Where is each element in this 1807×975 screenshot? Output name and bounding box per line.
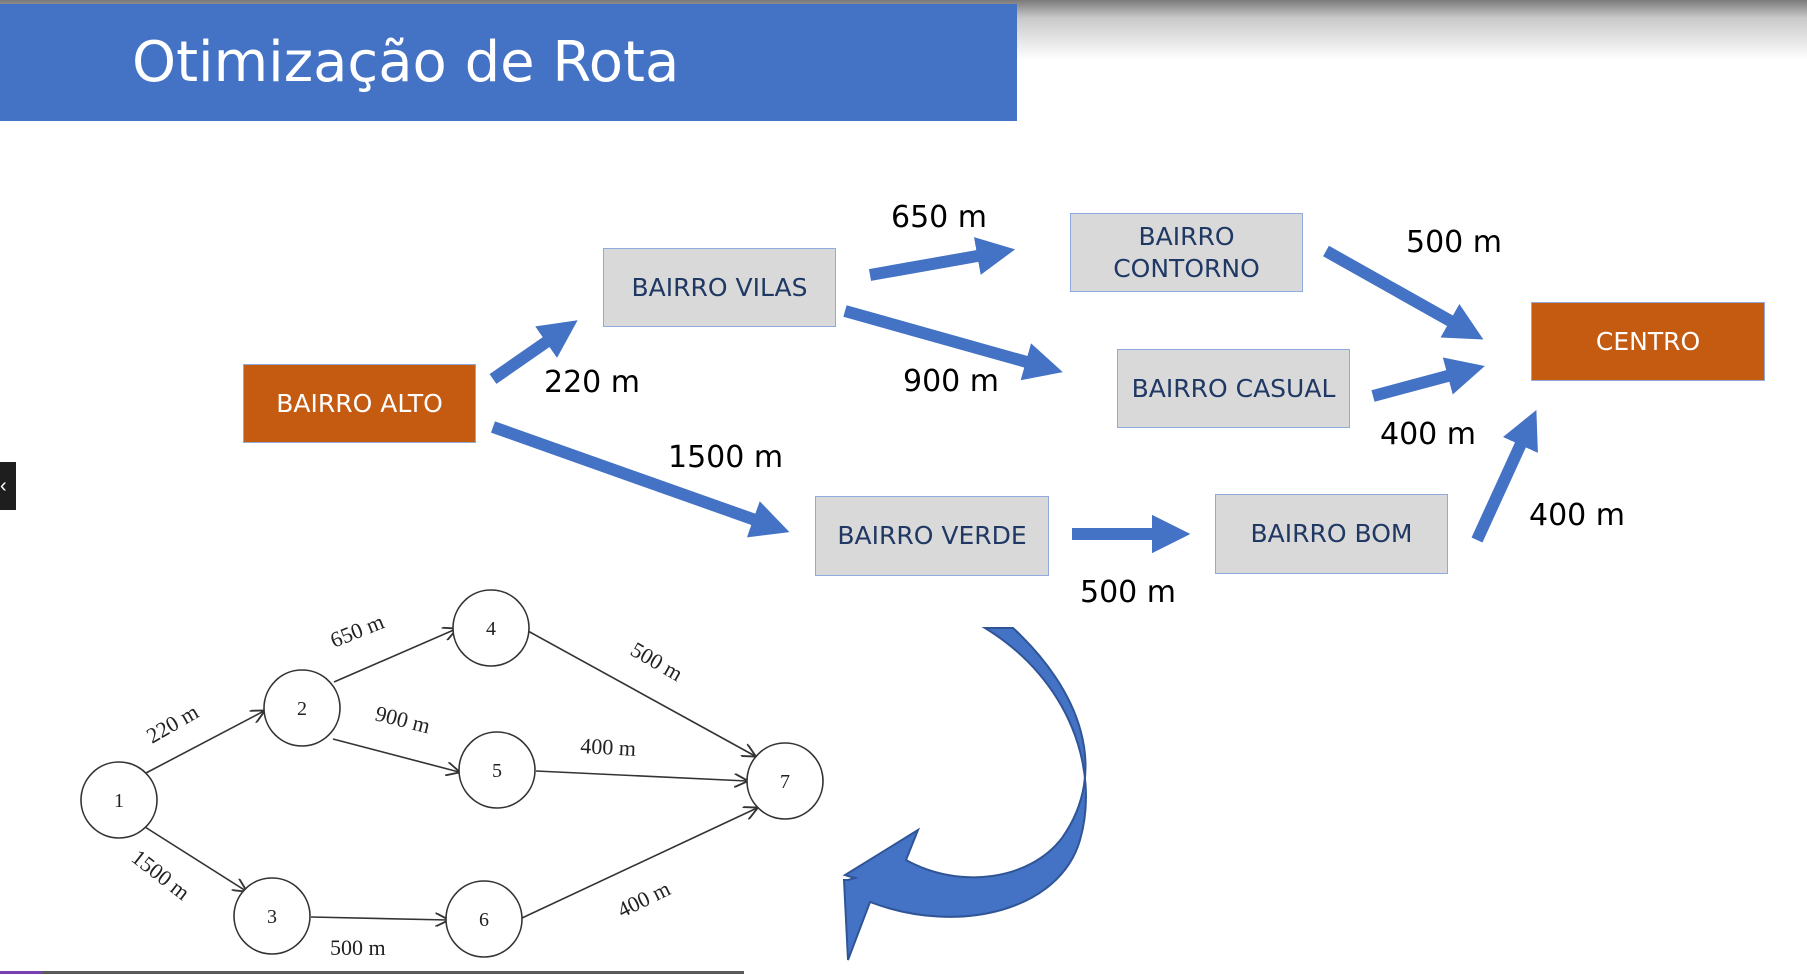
distance-verde-bom: 500 m bbox=[1080, 575, 1177, 610]
flow-arrows bbox=[489, 237, 1538, 554]
side-panel-toggle[interactable]: ‹ bbox=[0, 462, 16, 510]
edge-label-3-6: 500 m bbox=[330, 935, 386, 960]
slide-title: Otimização de Rota bbox=[132, 30, 680, 95]
edge-2-4 bbox=[333, 629, 456, 683]
edge-4-7 bbox=[527, 630, 755, 756]
node-6: 6 bbox=[445, 880, 523, 958]
box-centro: CENTRO bbox=[1531, 302, 1765, 381]
distance-bom-centro: 400 m bbox=[1529, 498, 1626, 533]
edge-label-5-7: 400 m bbox=[580, 733, 637, 761]
node-7: 7 bbox=[746, 742, 824, 820]
edge-label-2-4: 650 m bbox=[327, 609, 388, 653]
edge-label-2-5: 900 m bbox=[373, 701, 433, 739]
edge-label-1-3: 1500 m bbox=[127, 844, 195, 905]
box-bairro-alto-label: BAIRRO ALTO bbox=[276, 388, 443, 418]
distance-vilas-contorno: 650 m bbox=[891, 200, 988, 235]
bottom-progress-track bbox=[0, 971, 744, 974]
distance-contorno-centro: 500 m bbox=[1406, 225, 1503, 260]
box-bairro-vilas: BAIRRO VILAS bbox=[603, 248, 836, 327]
edge-1-3 bbox=[144, 826, 246, 891]
box-centro-label: CENTRO bbox=[1595, 326, 1701, 356]
box-bairro-casual-label: BAIRRO CASUAL bbox=[1131, 373, 1336, 403]
node-2: 2 bbox=[263, 669, 341, 747]
bottom-progress-accent bbox=[0, 971, 42, 974]
node-5-label: 5 bbox=[492, 760, 502, 782]
box-bairro-casual: BAIRRO CASUAL bbox=[1117, 349, 1350, 428]
box-bairro-alto: BAIRRO ALTO bbox=[243, 364, 476, 443]
edge-1-2 bbox=[145, 711, 264, 774]
box-bairro-vilas-label: BAIRRO VILAS bbox=[631, 272, 808, 302]
network-nodes: 1 2 3 4 5 6 7 bbox=[80, 589, 824, 958]
distance-alto-verde: 1500 m bbox=[668, 440, 784, 475]
box-bairro-verde: BAIRRO VERDE bbox=[815, 496, 1049, 576]
node-4-label: 4 bbox=[486, 618, 496, 640]
edge-6-7 bbox=[521, 808, 757, 919]
arrow-contorno-centro bbox=[1323, 245, 1484, 340]
box-bairro-bom: BAIRRO BOM bbox=[1215, 494, 1448, 574]
edge-3-6 bbox=[310, 917, 448, 920]
edge-2-5 bbox=[332, 738, 459, 772]
box-bairro-verde-label: BAIRRO VERDE bbox=[837, 521, 1027, 550]
edge-label-1-2: 220 m bbox=[142, 699, 203, 748]
node-2-label: 2 bbox=[297, 698, 307, 720]
arrow-bom-centro bbox=[1471, 410, 1538, 543]
edge-label-6-7: 400 m bbox=[613, 876, 674, 923]
network-edges bbox=[144, 629, 757, 920]
arrow-alto-vilas bbox=[489, 320, 578, 384]
node-3-label: 3 bbox=[267, 906, 277, 928]
edge-label-4-7: 500 m bbox=[627, 637, 688, 686]
node-4: 4 bbox=[452, 589, 530, 667]
node-3: 3 bbox=[233, 877, 311, 955]
edge-5-7 bbox=[535, 770, 747, 781]
arrow-vilas-casual bbox=[843, 305, 1063, 381]
arrow-alto-verde bbox=[490, 421, 790, 538]
box-bairro-contorno-label-1: BAIRRO bbox=[1138, 221, 1235, 251]
title-bar: Otimização de Rota bbox=[0, 4, 1017, 121]
node-6-label: 6 bbox=[479, 909, 489, 931]
box-bairro-bom-label: BAIRRO BOM bbox=[1250, 519, 1413, 548]
distance-vilas-casual: 900 m bbox=[903, 364, 1000, 399]
curved-arrow-body bbox=[842, 627, 1087, 961]
box-bairro-contorno-label-2: CONTORNO bbox=[1113, 253, 1260, 283]
curved-arrow bbox=[842, 627, 1087, 961]
node-1-label: 1 bbox=[114, 790, 124, 812]
arrow-vilas-contorno bbox=[868, 237, 1016, 281]
chevron-left-icon: ‹ bbox=[0, 475, 7, 497]
arrow-casual-centro bbox=[1371, 357, 1485, 402]
box-bairro-contorno: BAIRRO CONTORNO bbox=[1070, 213, 1303, 292]
node-5: 5 bbox=[458, 731, 536, 809]
node-1: 1 bbox=[80, 761, 158, 839]
distance-casual-centro: 400 m bbox=[1380, 417, 1477, 452]
network-edge-labels: 220 m 650 m 900 m 1500 m 500 m 400 m 500… bbox=[127, 609, 687, 960]
distance-alto-vilas: 220 m bbox=[544, 365, 641, 400]
node-7-label: 7 bbox=[780, 771, 790, 793]
